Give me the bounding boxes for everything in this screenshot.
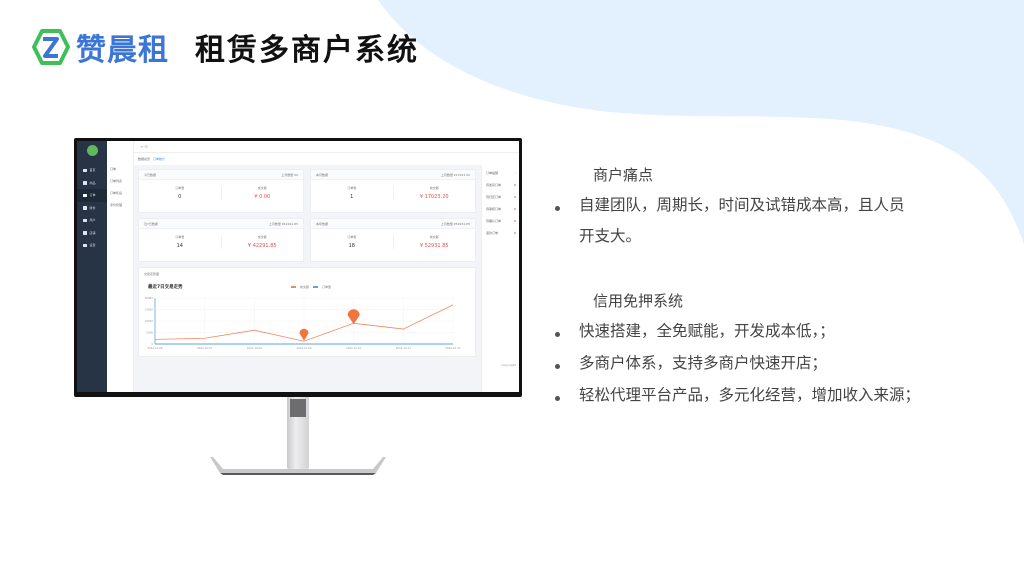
monitor-frame: 首页 商品 订单 财务 用户 店铺 设置 订单 订单列表 订单售后 评价管理 ≡…	[74, 138, 522, 397]
svg-text:5000: 5000	[146, 331, 153, 335]
page-title: 租赁多商户系统	[195, 33, 419, 68]
pain-point-item: 自建团队，周期长，时间及试错成本高，且人员 开支大。	[555, 196, 905, 252]
brand-logo: 赞晨租	[30, 25, 169, 69]
goods-icon	[83, 181, 87, 185]
bullet-icon	[555, 364, 560, 369]
svg-text:20000: 20000	[145, 296, 154, 300]
monitor-screen: 首页 商品 订单 财务 用户 店铺 设置 订单 订单列表 订单售后 评价管理 ≡…	[77, 141, 519, 392]
monitor-stand-base	[210, 457, 386, 475]
svg-text:10000: 10000	[145, 319, 154, 323]
sidebar-item-shop[interactable]: 店铺	[77, 227, 107, 240]
sidebar-item-home[interactable]: 首页	[77, 164, 107, 177]
monitor-stand-neck	[287, 397, 309, 469]
svg-text:2022-10-12: 2022-10-12	[445, 346, 460, 350]
menu-toggle-icon[interactable]: ≡ ⟳	[140, 144, 148, 149]
sidebar-item-finance[interactable]: 财务	[77, 202, 107, 215]
sub-menu-item[interactable]: 订单列表	[110, 179, 123, 183]
breadcrumb: 数据总览 订单统计	[134, 153, 519, 165]
right-panel-item[interactable]: 订单提醒›	[486, 171, 516, 175]
settings-icon	[83, 243, 87, 247]
legend-swatch-amount	[291, 286, 296, 288]
logo-mark-icon	[32, 29, 70, 65]
order-icon	[83, 193, 87, 197]
sub-menu-item[interactable]: 订单售后	[110, 191, 123, 195]
bullet-icon	[555, 332, 560, 337]
badge-dot-icon	[514, 220, 516, 222]
app-topbar: ≡ ⟳	[134, 141, 519, 153]
badge-dot-icon	[514, 208, 516, 210]
bullet-icon	[555, 206, 560, 211]
chevron-icon: ›	[514, 171, 516, 175]
footer-note: Copyright	[501, 363, 516, 367]
sidebar-item-settings[interactable]: 设置	[77, 239, 107, 252]
sub-menu-item[interactable]: 订单	[110, 167, 117, 171]
credit-feature-item: 多商户体系，支持多商户快速开店；	[555, 354, 827, 379]
right-panel-item[interactable]: 退款订单	[482, 227, 519, 239]
credit-system-title: 信用免押系统	[593, 292, 684, 310]
right-panel: 订单提醒› 待发货订单 待归还订单 待审核订单 待确认订单 退款订单 Copyr…	[481, 165, 519, 392]
credit-feature-item: 快速搭建，全免赋能，开发成本低，；	[555, 322, 835, 347]
slide-header: 赞晨租 租赁多商户系统	[30, 26, 419, 68]
svg-text:15000: 15000	[145, 308, 154, 312]
sub-menu-item[interactable]: 评价管理	[110, 203, 123, 207]
sidebar-item-goods[interactable]: 商品	[77, 177, 107, 190]
svg-text:2022-10-07: 2022-10-07	[197, 346, 212, 350]
svg-text:2022-10-08: 2022-10-08	[247, 346, 262, 350]
app-sidebar: 首页 商品 订单 财务 用户 店铺 设置	[77, 141, 107, 392]
right-panel-item[interactable]: 待审核订单	[482, 203, 519, 215]
chart-title: 最近7日交易走势	[148, 285, 183, 290]
badge-dot-icon	[514, 232, 516, 234]
sidebar-item-orders[interactable]: 订单	[77, 189, 107, 202]
user-icon	[83, 218, 87, 222]
right-panel-item[interactable]: 待归还订单	[482, 191, 519, 203]
home-icon	[83, 168, 87, 172]
sub-menu: 订单 订单列表 订单售后 评价管理	[107, 141, 134, 392]
line-chart: 0 5000 10000 15000 20000 2022-10-06 2022-10-07…	[145, 296, 461, 350]
svg-text:2022-10-09: 2022-10-09	[296, 346, 311, 350]
legend-swatch-orders	[313, 286, 319, 288]
badge-dot-icon	[514, 196, 516, 198]
avatar[interactable]	[86, 145, 98, 156]
logo-text: 赞晨租	[76, 33, 169, 68]
svg-text:0: 0	[151, 342, 153, 346]
badge-dot-icon	[514, 184, 516, 186]
svg-text:2022-10-10: 2022-10-10	[346, 346, 361, 350]
bullet-icon	[555, 396, 560, 401]
chart-legend: 成交额 订单量	[291, 285, 331, 289]
svg-text:2022-10-11: 2022-10-11	[396, 346, 411, 350]
credit-feature-item: 轻松代理平台产品，多元化经营，增加收入来源；	[555, 386, 920, 411]
shop-icon	[83, 231, 87, 235]
right-panel-item[interactable]: 待确认订单	[482, 215, 519, 227]
right-panel-item[interactable]: 待发货订单	[482, 179, 519, 191]
sidebar-item-users[interactable]: 用户	[77, 214, 107, 227]
pain-points-title: 商户痛点	[593, 166, 654, 184]
svg-text:2022-10-06: 2022-10-06	[147, 346, 162, 350]
breadcrumb-link[interactable]: 订单统计	[153, 157, 166, 161]
finance-icon	[83, 206, 87, 210]
